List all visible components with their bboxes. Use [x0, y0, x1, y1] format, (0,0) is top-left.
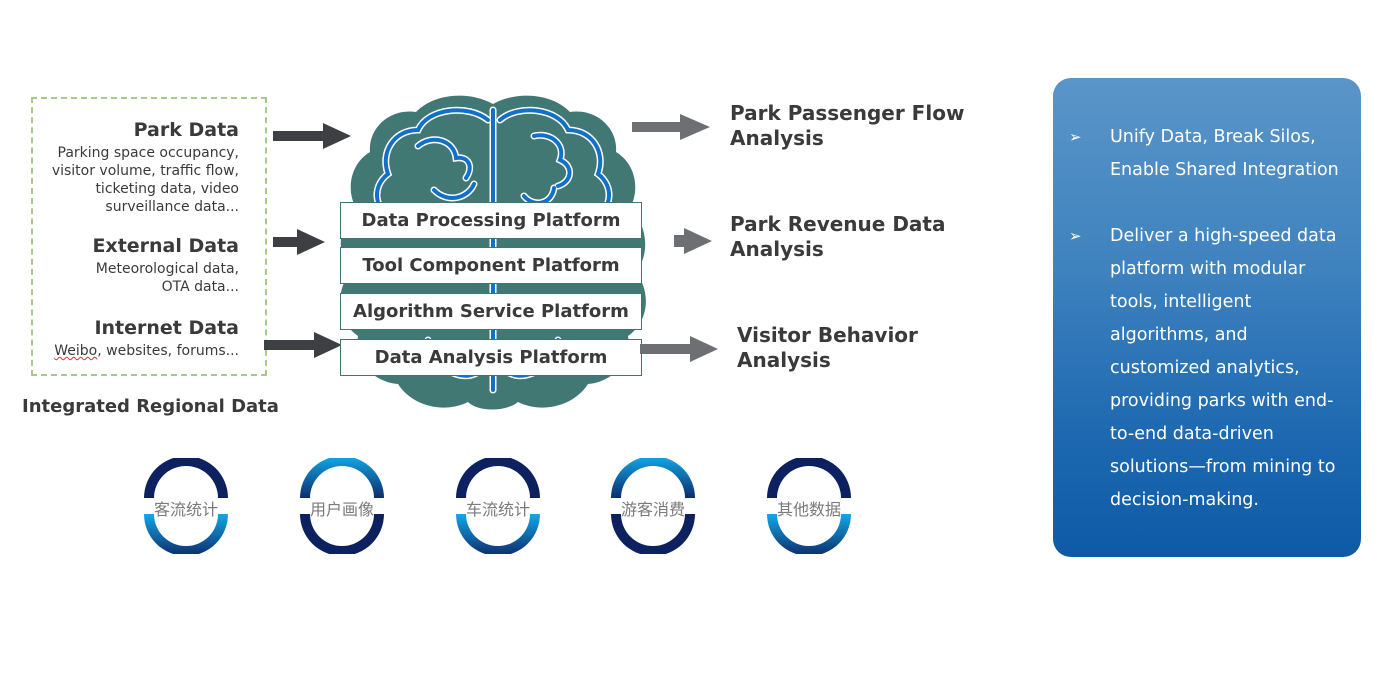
ring-item: 用户画像 — [296, 458, 388, 554]
arrow-bullet-icon: ➢ — [1069, 227, 1082, 245]
arrow-right-icon — [640, 336, 718, 362]
ring-item: 车流统计 — [452, 458, 544, 554]
summary-bullet: Deliver a high-speed data platform with … — [1110, 226, 1337, 510]
ring-label: 用户画像 — [309, 500, 374, 519]
platform-tool-component: Tool Component Platform — [340, 247, 642, 284]
ring-icon — [300, 458, 384, 554]
arrow-right-icon — [273, 123, 351, 149]
source-title-external-data: External Data — [92, 235, 239, 257]
output-revenue-data: Park Revenue Data Analysis — [730, 212, 946, 261]
integrated-data-caption: Integrated Regional Data — [22, 396, 279, 417]
arrow-right-icon — [674, 228, 712, 254]
ring-label: 其他数据 — [776, 500, 841, 519]
source-desc-external-data: Meteorological data, OTA data... — [95, 261, 239, 295]
ring-icon — [456, 458, 540, 554]
ring-icon — [611, 458, 695, 554]
ring-item: 游客消费 — [607, 458, 699, 554]
ring-icon — [767, 458, 851, 554]
source-title-park-data: Park Data — [133, 119, 239, 141]
arrow-right-icon — [264, 332, 342, 358]
platform-algorithm-service: Algorithm Service Platform — [340, 293, 642, 330]
summary-bullet: Unify Data, Break Silos, Enable Shared I… — [1110, 127, 1339, 180]
ring-item: 客流统计 — [140, 458, 232, 554]
source-desc-internet-data: Weibo, websites, forums... — [54, 343, 239, 359]
platform-data-analysis: Data Analysis Platform — [340, 339, 642, 376]
output-passenger-flow: Park Passenger Flow Analysis — [730, 101, 965, 150]
source-title-internet-data: Internet Data — [94, 317, 239, 339]
ring-icon — [144, 458, 228, 554]
arrow-bullet-icon: ➢ — [1069, 128, 1082, 146]
ring-label: 车流统计 — [465, 500, 530, 519]
platform-data-processing: Data Processing Platform — [340, 202, 642, 239]
spellcheck-word[interactable]: Weibo — [54, 343, 98, 359]
summary-panel: ➢ Unify Data, Break Silos, Enable Shared… — [1053, 78, 1361, 557]
source-data-box: Park Data Parking space occupancy, visit… — [31, 97, 267, 376]
ring-item: 其他数据 — [763, 458, 855, 554]
arrow-right-icon — [632, 114, 710, 140]
ring-label: 客流统计 — [153, 500, 218, 519]
arrow-right-icon — [273, 229, 325, 255]
source-desc-park-data: Parking space occupancy, visitor volume,… — [51, 145, 239, 215]
ring-label: 游客消费 — [620, 500, 685, 519]
output-visitor-behavior: Visitor Behavior Analysis — [737, 323, 918, 372]
